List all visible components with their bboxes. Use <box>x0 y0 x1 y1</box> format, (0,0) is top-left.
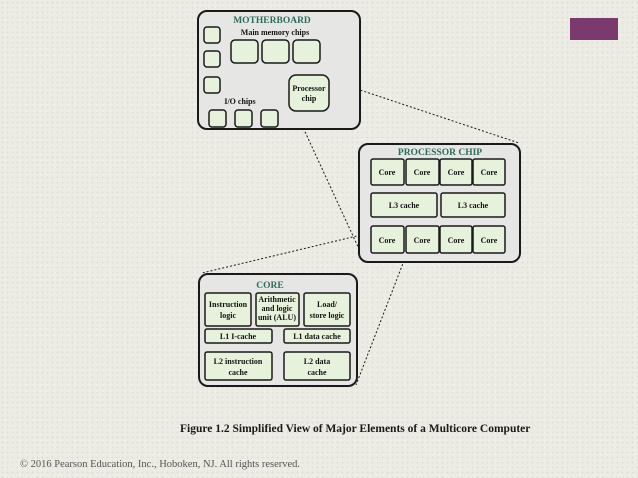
core-box <box>370 225 405 254</box>
load-store-label: Load/ <box>317 300 338 309</box>
memory-chip <box>203 50 221 68</box>
core-label: Core <box>448 168 465 177</box>
l1-icache-box <box>204 328 273 344</box>
l1-dcache-label: L1 data cache <box>293 332 341 341</box>
l2-dcache-label: L2 data <box>304 357 330 366</box>
alu-label: unit (ALU) <box>258 313 296 322</box>
l3-cache-box <box>440 192 506 218</box>
core-box <box>405 158 440 186</box>
processor-chip-label: Processor <box>292 84 326 93</box>
l1-dcache-box <box>283 328 351 344</box>
alu-box <box>255 292 300 327</box>
connector-lines <box>201 74 520 386</box>
l3-cache-box <box>370 192 438 218</box>
connector-line <box>201 223 408 274</box>
core-label: Core <box>481 236 498 245</box>
io-chip <box>234 109 253 128</box>
core-label: Core <box>379 236 396 245</box>
core-label: Core <box>414 168 431 177</box>
alu-label: and logic <box>262 304 293 313</box>
core-label: Core <box>481 168 498 177</box>
processor-chip-label: chip <box>302 94 317 103</box>
instruction-logic-label: Instruction <box>209 300 248 309</box>
io-chips-label: I/O chips <box>224 97 255 106</box>
l2-icache-label: cache <box>228 368 248 377</box>
figure-caption: Figure 1.2 Simplified View of Major Elem… <box>180 423 531 435</box>
l3-cache-label: L3 cache <box>458 201 489 210</box>
core-box <box>439 158 473 186</box>
load-store-logic-box <box>303 292 351 327</box>
l2-dcache-label: cache <box>307 368 327 377</box>
processor-chip: PROCESSOR CHIP Core Core Core Core L3 ca… <box>358 143 521 263</box>
core-title: CORE <box>256 281 283 291</box>
main-memory-label: Main memory chips <box>241 28 309 37</box>
memory-chip <box>292 39 321 64</box>
core-box <box>405 225 440 254</box>
l1-icache-label: L1 I-cache <box>220 332 257 341</box>
processor-chip-small <box>288 74 330 112</box>
io-chip <box>208 109 227 128</box>
connector-line <box>294 109 366 263</box>
memory-chip <box>230 39 259 64</box>
instruction-logic-box <box>204 292 252 327</box>
connector-line <box>355 252 408 386</box>
core-box <box>439 225 473 254</box>
l2-icache-box <box>204 351 273 381</box>
memory-chip <box>203 76 221 94</box>
core-label: Core <box>448 236 465 245</box>
instruction-logic-label: logic <box>220 311 236 320</box>
l2-dcache-box <box>283 351 351 381</box>
core-label: Core <box>414 236 431 245</box>
core-box <box>472 158 506 186</box>
core-box <box>370 158 405 186</box>
motherboard-title: MOTHERBOARD <box>233 16 311 26</box>
load-store-label: store logic <box>310 311 345 320</box>
l3-cache-label: L3 cache <box>389 201 420 210</box>
corner-accent-tab <box>570 18 618 40</box>
core-label: Core <box>379 168 396 177</box>
memory-chip <box>261 39 290 64</box>
copyright-notice: © 2016 Pearson Education, Inc., Hoboken,… <box>20 459 301 470</box>
processor-chip-title: PROCESSOR CHIP <box>398 148 482 158</box>
core-box <box>472 225 506 254</box>
memory-chip <box>203 26 221 44</box>
alu-label: Arithmetic <box>258 295 296 304</box>
io-chip <box>260 109 279 128</box>
motherboard: MOTHERBOARD Main memory chips Processor … <box>197 10 361 130</box>
l2-icache-label: L2 instruction <box>214 357 263 366</box>
core-detail: CORE Instruction logic Arithmetic and lo… <box>198 273 358 387</box>
